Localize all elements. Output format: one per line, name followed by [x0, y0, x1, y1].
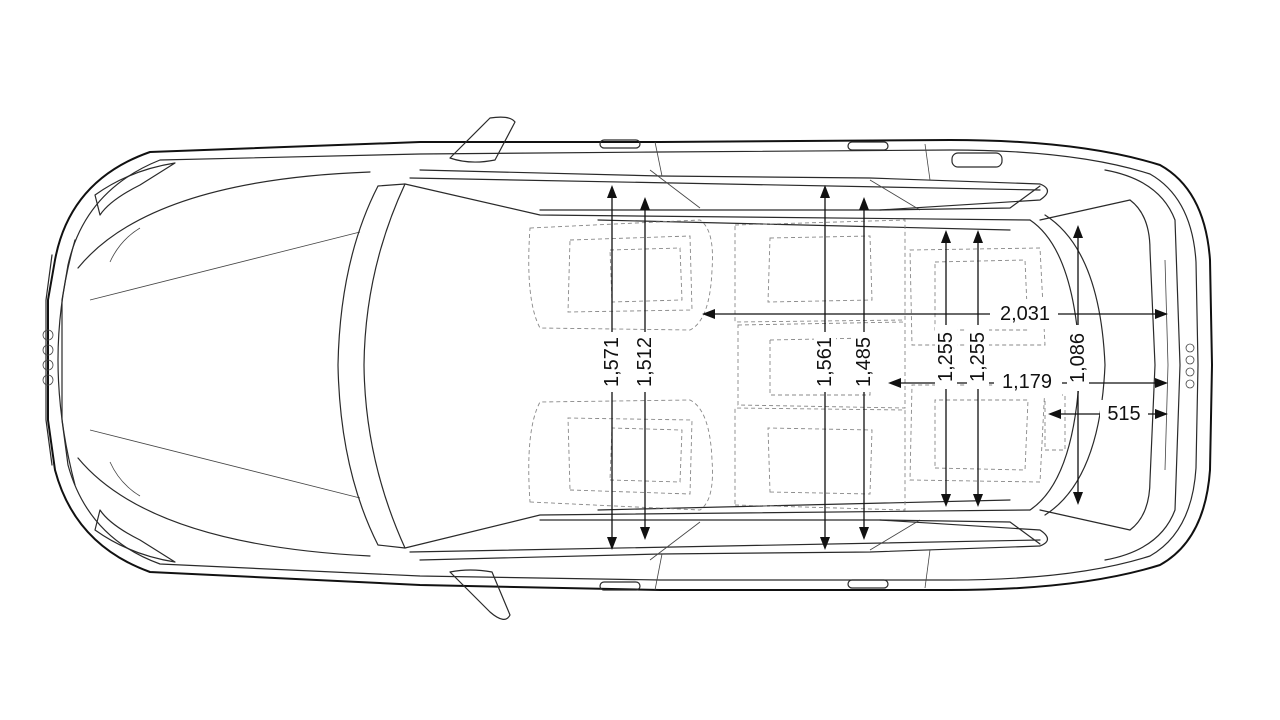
left-mirror — [449, 116, 516, 163]
side-mirrors — [449, 116, 516, 620]
cargo-length-behind-row3-label: 515 — [1107, 403, 1140, 425]
third-row-shoulder-width-label: 1,255 — [935, 332, 957, 382]
rear-shoulder-width-label: 1,561 — [814, 337, 836, 387]
front-shoulder-width-label: 1,571 — [601, 337, 623, 387]
front-logo — [42, 329, 54, 386]
rear-elbow-width-label: 1,485 — [853, 337, 875, 387]
third-row-elbow-width-label: 1,255 — [967, 332, 989, 382]
dimension-labels: 1,571 1,512 1,561 1,485 1,255 1,255 1,08… — [601, 299, 1148, 428]
seats-outline — [528, 219, 1066, 511]
cargo-length-behind-row2-label: 1,179 — [1002, 371, 1052, 393]
cargo-length-label: 2,031 — [1000, 303, 1050, 325]
cargo-width-label: 1,086 — [1067, 333, 1089, 383]
car-body — [42, 138, 1214, 591]
right-mirror — [449, 569, 511, 620]
front-elbow-width-label: 1,512 — [634, 337, 656, 387]
rear-logo — [1185, 343, 1195, 389]
